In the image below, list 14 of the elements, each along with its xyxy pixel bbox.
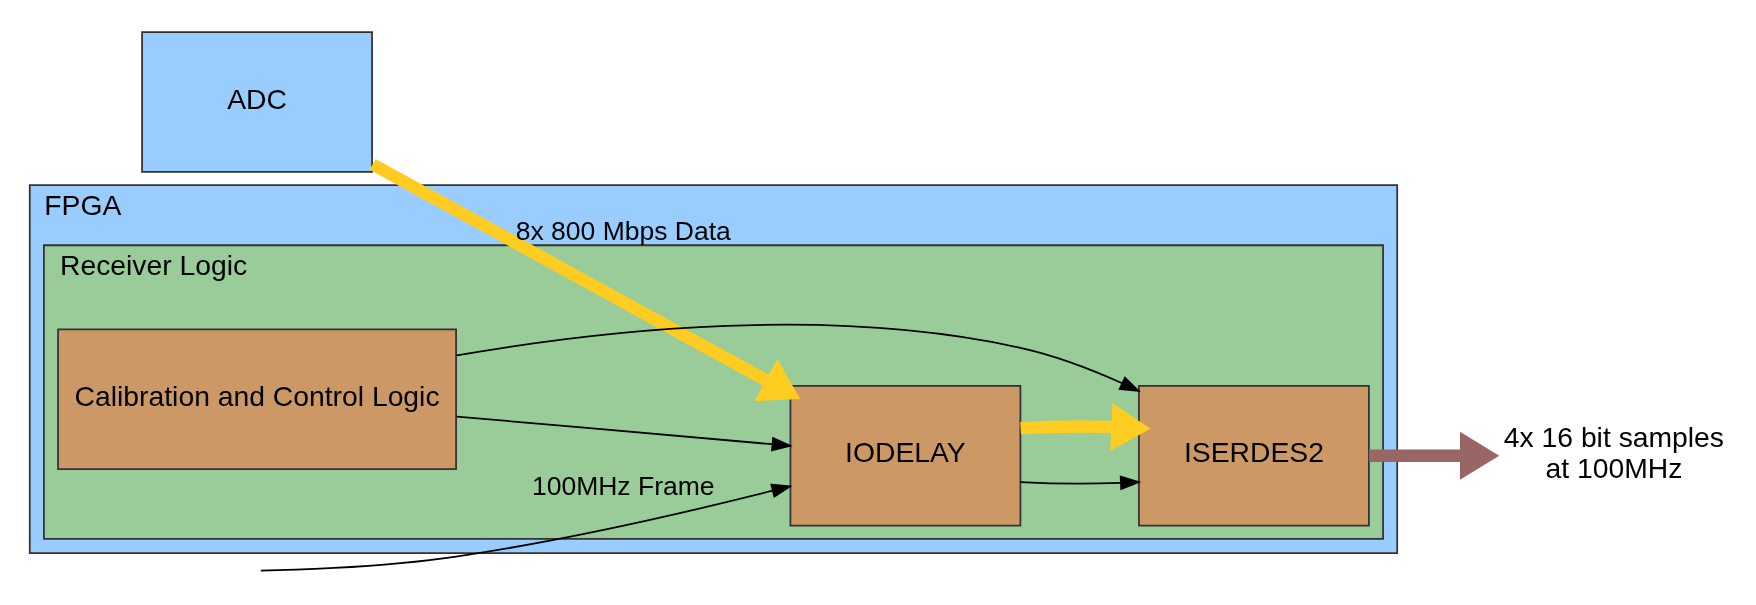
node-box: ADC xyxy=(141,30,373,173)
arrow xyxy=(1020,402,1151,451)
arrow xyxy=(455,415,793,452)
edge-label: 100MHz Frame xyxy=(531,470,715,501)
arrow xyxy=(1019,475,1142,490)
arrow xyxy=(259,483,793,572)
node-text: 4x 16 bit samples at 100MHz xyxy=(1503,420,1725,484)
node-box: IODELAY xyxy=(789,384,1022,526)
node-box: ISERDES2 xyxy=(1138,384,1370,526)
edge-label: 8x 800 Mbps Data xyxy=(515,215,731,246)
arrow xyxy=(369,158,801,401)
arrow xyxy=(1368,431,1500,480)
arrow xyxy=(455,323,1141,392)
node-box: Calibration and Control Logic xyxy=(57,327,457,470)
